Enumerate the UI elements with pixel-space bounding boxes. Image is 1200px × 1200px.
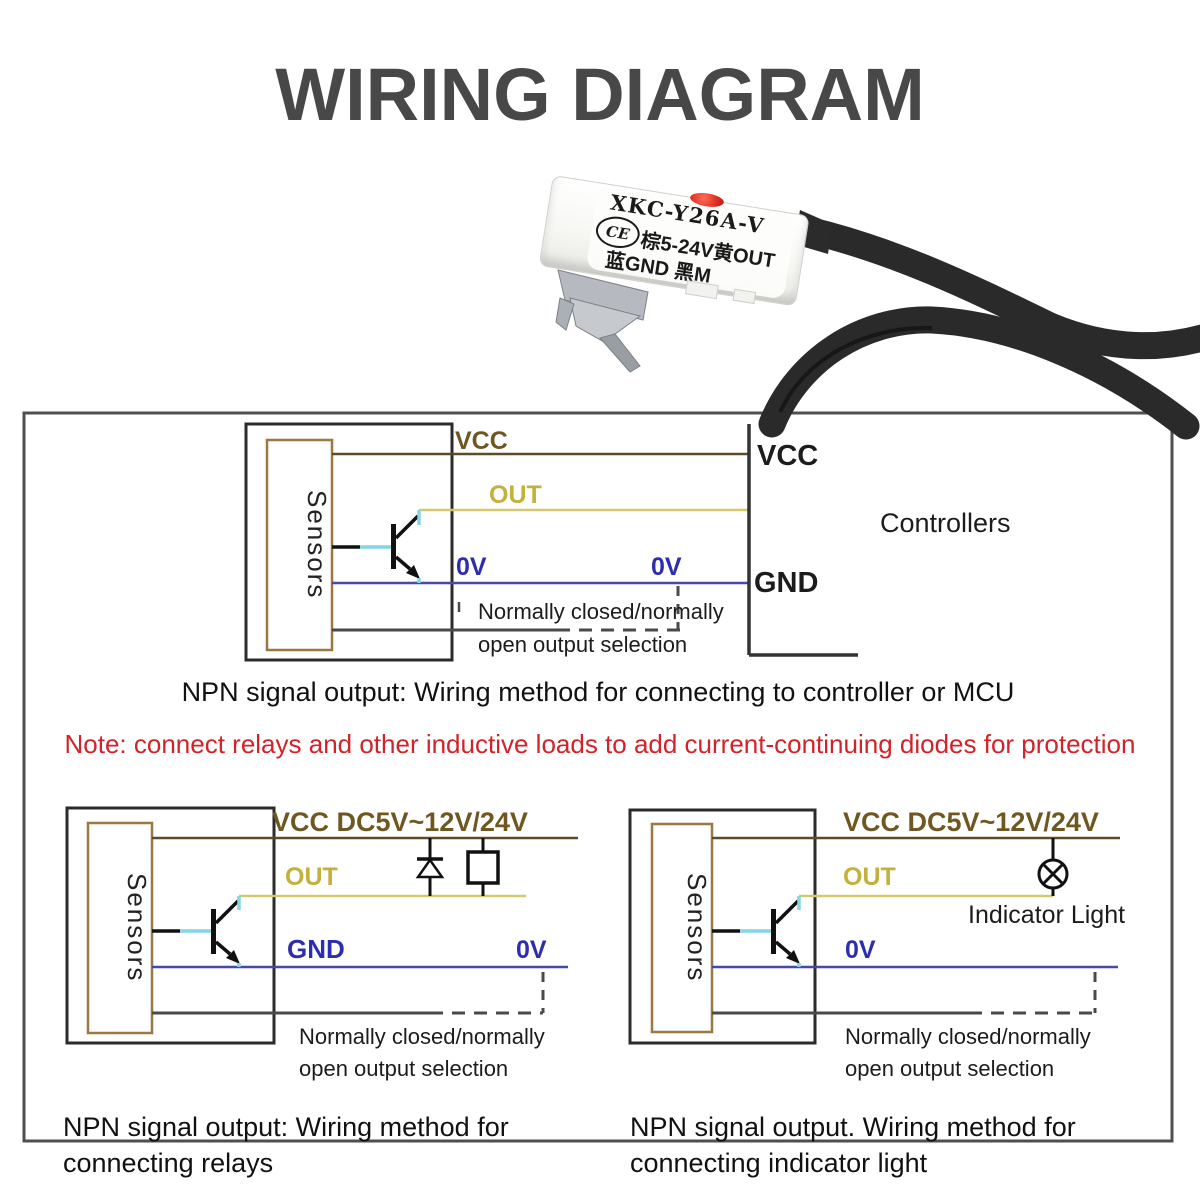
sensors-label: Sensors	[122, 873, 152, 983]
metal-clip	[555, 269, 649, 373]
controllers-bracket	[747, 424, 858, 657]
out-wire-label: OUT	[285, 863, 338, 891]
page-title: WIRING DIAGRAM	[275, 53, 925, 136]
relay-caption-line2: connecting relays	[63, 1148, 274, 1178]
sensor-outline-box	[244, 422, 454, 662]
protection-note: Note: connect relays and other inductive…	[64, 729, 1136, 759]
sensor-outline-box	[65, 806, 276, 1045]
selection-note-line2: open output selection	[478, 632, 688, 657]
main-frame-box	[22, 411, 1174, 1143]
indicator-lamp-icon	[1037, 838, 1069, 896]
selection-note-line2: open output selection	[845, 1056, 1055, 1081]
controller-vcc-label: VCC	[757, 440, 819, 472]
relay-diagram	[65, 806, 578, 1045]
controller-diagram	[244, 422, 858, 662]
sensors-box	[86, 821, 154, 1035]
vcc-wire-label: VCC DC5V~12V/24V	[843, 807, 1099, 837]
sensors-box	[265, 438, 334, 652]
emitter-arrow	[406, 565, 420, 579]
emitter-arrow	[226, 950, 240, 964]
npn-transistor	[152, 896, 241, 967]
emitter-arrow	[786, 950, 800, 964]
controllers-label: Controllers	[880, 508, 1011, 538]
npn-transistor	[712, 896, 801, 967]
indicator-diagram	[628, 808, 1120, 1045]
indicator-caption-line1: NPN signal output. Wiring method for	[630, 1112, 1076, 1142]
sensor-cable	[758, 210, 1200, 440]
selection-note-line2: open output selection	[299, 1056, 509, 1081]
relay-coil	[466, 838, 500, 896]
vcc-wire-label: VCC DC5V~12V/24V	[272, 807, 528, 837]
indicator-caption-line2: connecting indicator light	[630, 1148, 928, 1178]
npn-transistor	[332, 510, 421, 583]
cable-edge-highlight	[778, 325, 933, 413]
out-wire-label: OUT	[489, 481, 542, 509]
sensors-label: Sensors	[302, 490, 332, 600]
indicator-light-label: Indicator Light	[968, 901, 1126, 929]
controller-diagram-caption: NPN signal output: Wiring method for con…	[181, 677, 1015, 707]
relay-caption-line1: NPN signal output: Wiring method for	[63, 1112, 509, 1142]
vcc-wire-label: VCC	[455, 427, 508, 455]
sensors-label: Sensors	[682, 873, 712, 983]
controller-gnd-label: GND	[754, 567, 819, 599]
gnd-wire-label: GND	[287, 934, 345, 964]
zero-v-label: 0V	[845, 936, 876, 964]
out-wire-label: OUT	[843, 863, 896, 891]
selection-note-line1: Normally closed/normally	[478, 599, 724, 624]
selection-note-line1: Normally closed/normally	[845, 1024, 1091, 1049]
flyback-diode	[415, 838, 445, 896]
selection-note-line1: Normally closed/normally	[299, 1024, 545, 1049]
zero-v-label-2: 0V	[651, 553, 682, 581]
sensor-outline-box	[628, 808, 817, 1045]
zero-v-label: 0V	[516, 936, 547, 964]
sensors-box	[650, 822, 714, 1034]
zero-v-label: 0V	[456, 553, 487, 581]
